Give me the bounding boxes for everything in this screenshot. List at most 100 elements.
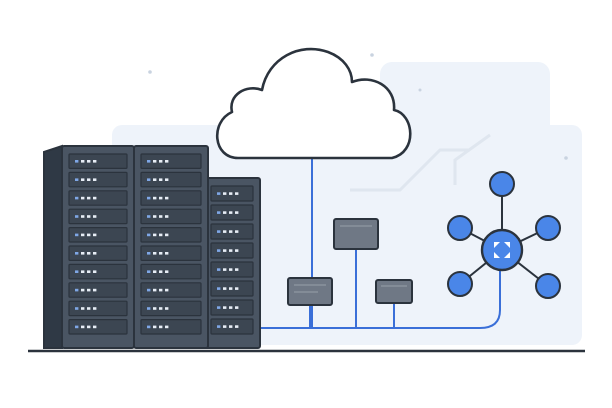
hub-node	[480, 228, 524, 272]
server-led	[223, 211, 227, 214]
server-led	[235, 192, 239, 195]
server-slot	[140, 245, 202, 261]
server-slot	[68, 319, 128, 335]
server-led	[235, 287, 239, 290]
server-led	[81, 196, 85, 200]
server-led	[229, 287, 233, 290]
server-led	[159, 215, 163, 218]
server-led	[153, 178, 157, 181]
network-device-icon	[287, 277, 333, 306]
satellite-node	[447, 215, 473, 241]
satellite-node	[489, 171, 515, 197]
server-led	[159, 196, 163, 200]
server-led	[147, 178, 151, 181]
server-led	[153, 270, 157, 273]
server-led	[165, 288, 169, 292]
server-led	[87, 178, 91, 181]
server-led	[153, 196, 157, 200]
server-led	[93, 160, 97, 163]
server-slot	[140, 153, 202, 169]
server-led	[81, 325, 85, 329]
server-led	[165, 196, 169, 200]
server-led	[223, 192, 227, 195]
server-led	[87, 160, 91, 163]
backdrop-line	[453, 133, 491, 185]
server-slot	[68, 153, 128, 169]
server-led	[165, 252, 169, 255]
server-slot	[140, 227, 202, 243]
server-led	[229, 249, 233, 252]
server-led	[93, 215, 97, 218]
server-led	[153, 160, 157, 163]
server-led	[159, 160, 163, 163]
server-led	[159, 288, 163, 292]
server-led	[93, 178, 97, 181]
server-slot	[68, 282, 128, 298]
main-bus-wire	[258, 262, 501, 329]
sparkle	[148, 70, 152, 74]
server-led	[93, 325, 97, 329]
server-led	[217, 211, 221, 214]
server-led	[75, 288, 79, 292]
server-slot	[140, 319, 202, 335]
server-led	[147, 196, 151, 200]
hub-arrows-icon	[494, 242, 510, 258]
server-led	[235, 211, 239, 214]
server-led	[217, 268, 221, 271]
server-led	[229, 325, 233, 328]
server-led	[93, 196, 97, 200]
server-led	[223, 249, 227, 252]
server-led	[159, 307, 163, 310]
server-slot	[140, 282, 202, 298]
server-led	[87, 196, 91, 200]
server-led	[217, 306, 221, 309]
backdrop-panel-top	[380, 62, 550, 182]
server-slot	[68, 171, 128, 188]
server-led	[81, 215, 85, 218]
server-led	[75, 160, 79, 163]
server-led	[81, 307, 85, 310]
server-led	[87, 270, 91, 273]
server-led	[153, 307, 157, 310]
network-device-icon	[333, 218, 379, 250]
server-led	[147, 160, 151, 163]
server-led	[159, 270, 163, 273]
server-led	[75, 252, 79, 255]
server-led	[93, 307, 97, 310]
server-led	[159, 233, 163, 237]
server-led	[75, 196, 79, 200]
server-led	[217, 192, 221, 195]
server-led	[93, 233, 97, 237]
server-slot	[68, 263, 128, 280]
server-led	[81, 178, 85, 181]
server-led	[235, 268, 239, 271]
server-led	[165, 307, 169, 310]
server-led	[165, 233, 169, 237]
network-devices	[287, 218, 413, 306]
server-led	[93, 288, 97, 292]
server-led	[87, 325, 91, 329]
server-rack	[43, 144, 135, 349]
network-device-icon	[375, 279, 413, 304]
server-led	[75, 233, 79, 237]
network-hub-icon	[447, 171, 561, 299]
server-led	[165, 215, 169, 218]
server-slot	[140, 171, 202, 188]
sparkle	[370, 53, 374, 57]
server-led	[153, 252, 157, 255]
server-slot	[68, 227, 128, 243]
backdrop-line	[350, 148, 470, 192]
server-slot	[68, 190, 128, 206]
server-led	[147, 307, 151, 310]
server-slot	[140, 208, 202, 225]
server-led	[159, 325, 163, 329]
server-slot	[68, 208, 128, 225]
server-slot	[68, 245, 128, 261]
server-led	[81, 270, 85, 273]
server-led	[81, 160, 85, 163]
server-led	[229, 211, 233, 214]
server-led	[217, 287, 221, 290]
server-led	[87, 307, 91, 310]
server-led	[93, 252, 97, 255]
server-led	[87, 252, 91, 255]
